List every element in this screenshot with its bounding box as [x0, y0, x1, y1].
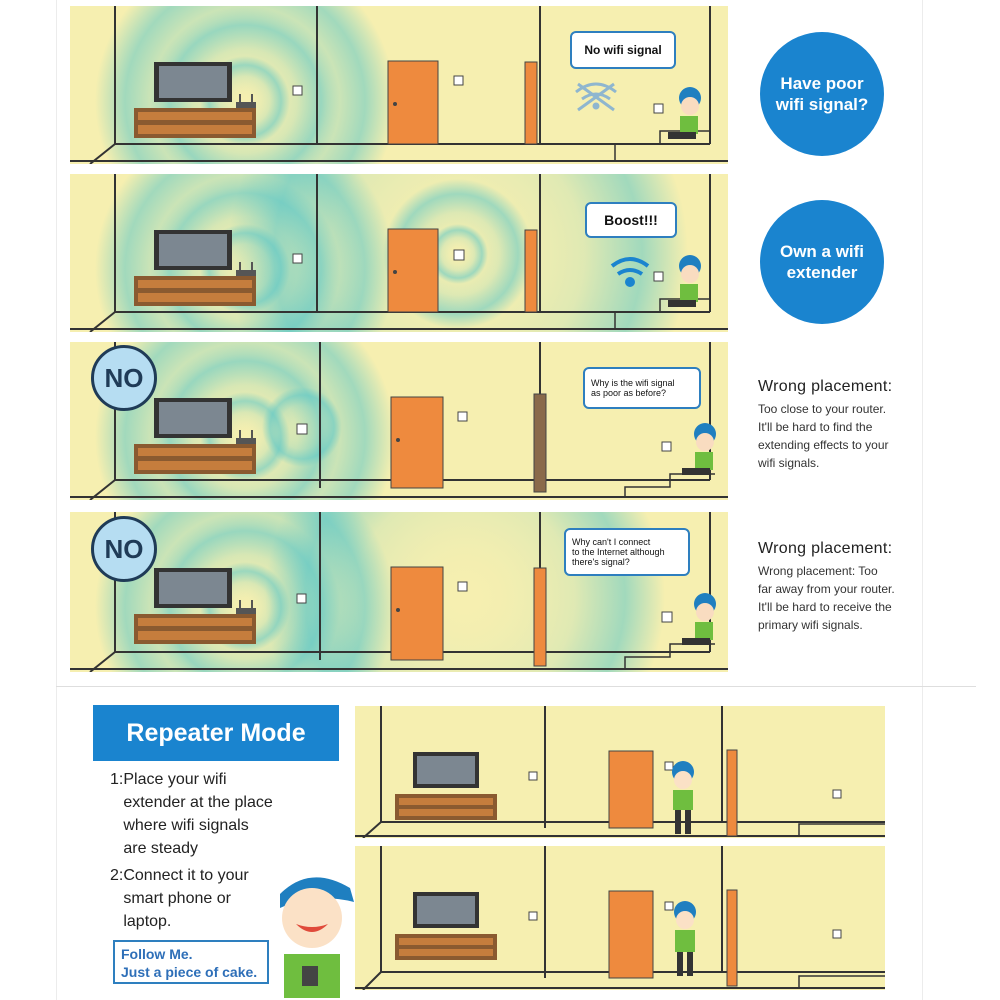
tv-icon: [134, 230, 256, 306]
wall-socket-icon: [292, 85, 303, 96]
room-illustration: [355, 706, 885, 838]
wrong-placement-desc: Too close to your router. It'll be hard …: [758, 402, 889, 470]
speech-bubble: Why is the wifi signal as poor as before…: [583, 367, 701, 409]
room-illustration: [70, 174, 728, 332]
step-2-text: 2:Connect it to your smart phone or lapt…: [110, 867, 249, 930]
boy-character-icon: [668, 255, 701, 307]
wifi-icon: [610, 257, 650, 287]
side-circle-poor-signal: Have poor wifi signal?: [760, 32, 884, 156]
scene-panel-poor-signal: No wifi signal: [70, 6, 728, 164]
speech-bubble: No wifi signal: [570, 31, 676, 69]
door-icon: [387, 60, 439, 145]
room-illustration: [70, 6, 728, 164]
router-icon: [236, 430, 256, 444]
boy-character-icon: [682, 423, 716, 475]
tv-icon: [134, 568, 256, 644]
door-icon: [390, 396, 444, 489]
repeater-scene-place: [355, 706, 885, 838]
tv-icon: [395, 752, 497, 820]
door-icon: [387, 228, 439, 313]
follow-me-bubble: Follow Me. Just a piece of cake.: [113, 940, 269, 984]
room-illustration: [70, 342, 728, 500]
extender-device-icon: [453, 249, 465, 261]
no-wifi-icon: [575, 82, 617, 112]
boy-character-icon: [674, 901, 696, 976]
extender-device-icon: [661, 611, 673, 623]
boy-character-icon: [672, 761, 694, 834]
right-edge-line: [922, 0, 923, 1000]
wrong-placement-title: Wrong placement:: [758, 540, 893, 557]
no-badge: NO: [91, 345, 157, 411]
wrong-placement-title: Wrong placement:: [758, 378, 893, 395]
router-icon: [236, 262, 256, 276]
router-icon: [236, 600, 256, 614]
boy-character-icon: [668, 87, 701, 139]
room-illustration: [70, 512, 728, 672]
repeater-scene-connect: [355, 846, 885, 990]
boy-character-icon: [682, 593, 716, 645]
speech-bubble: Boost!!!: [585, 202, 677, 238]
scene-panel-extender: Boost!!!: [70, 174, 728, 332]
tv-icon: [134, 62, 256, 138]
no-badge: NO: [91, 516, 157, 582]
router-icon: [236, 94, 256, 108]
tv-icon: [134, 398, 256, 474]
step-1-text: 1:Place your wifi extender at the place …: [110, 771, 273, 857]
speech-bubble: Why can't I connect to the Internet alth…: [564, 528, 690, 576]
door-icon: [608, 750, 654, 829]
door-icon: [390, 566, 444, 661]
scene-panel-too-close: Why is the wifi signal as poor as before…: [70, 342, 728, 500]
wrong-placement-desc: Wrong placement: Too far away from your …: [758, 564, 895, 632]
repeater-mode-title: Repeater Mode: [93, 705, 339, 761]
room-illustration: [355, 846, 885, 990]
scene-panel-too-far: Why can't I connect to the Internet alth…: [70, 512, 728, 672]
left-edge-line: [56, 0, 57, 1000]
section-divider: [56, 686, 976, 687]
tv-icon: [395, 892, 497, 960]
extender-device-icon: [296, 423, 308, 435]
side-circle-extender: Own a wifi extender: [760, 200, 884, 324]
door-icon: [608, 890, 654, 979]
boy-character-icon: [280, 877, 354, 998]
